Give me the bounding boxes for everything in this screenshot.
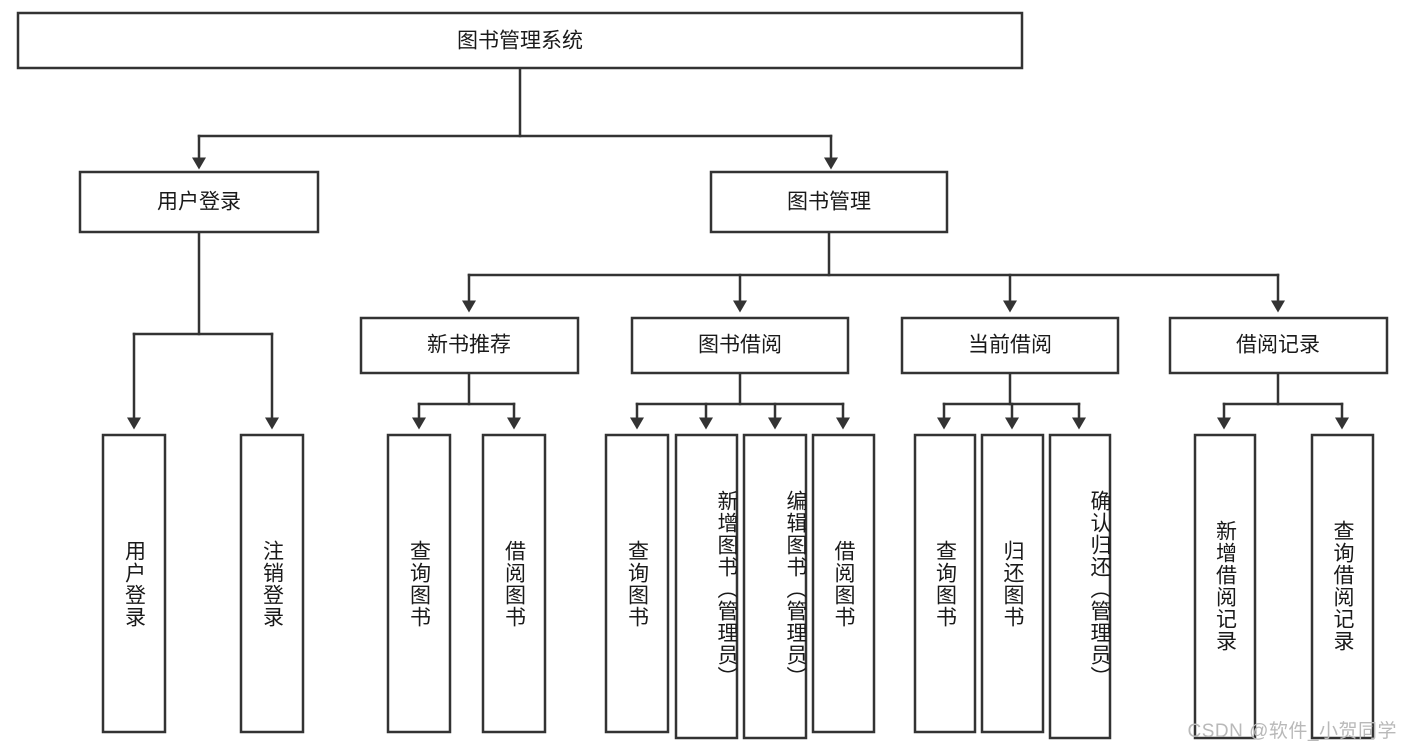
leaf-boxes-book-borrow <box>604 433 876 740</box>
connector-bookmgmt-to-level3 <box>462 230 1285 313</box>
node-current-borrow-label: 当前借阅 <box>968 334 1052 357</box>
leaf-box[interactable] <box>913 433 977 734</box>
node-new-book-recommend-label: 新书推荐 <box>427 334 511 357</box>
node-book-management[interactable]: 图书管理 <box>709 170 949 234</box>
node-root[interactable]: 图书管理系统 <box>16 11 1024 70</box>
leaf-boxes-current-borrow <box>913 433 1112 740</box>
leaf-boxes-new-book <box>386 433 547 734</box>
leaf-box[interactable] <box>481 433 547 734</box>
node-new-book-recommend[interactable]: 新书推荐 <box>359 316 580 375</box>
node-book-borrow[interactable]: 图书借阅 <box>630 316 850 375</box>
leaf-box[interactable] <box>811 433 876 734</box>
connector-bookborrow-to-leaves <box>630 371 850 430</box>
leaf-box[interactable] <box>1310 433 1375 740</box>
node-book-management-label: 图书管理 <box>787 191 871 214</box>
node-borrow-record[interactable]: 借阅记录 <box>1168 316 1389 375</box>
connector-root-to-level2 <box>192 66 838 170</box>
leaf-boxes-borrow-record <box>1193 433 1375 740</box>
connector-userlogin-to-leaves <box>127 230 279 430</box>
node-user-login[interactable]: 用户登录 <box>78 170 320 234</box>
leaf-box[interactable] <box>386 433 452 734</box>
node-book-borrow-label: 图书借阅 <box>698 334 782 357</box>
leaf-box[interactable] <box>604 433 670 734</box>
leaf-box[interactable] <box>1193 433 1257 740</box>
node-user-login-label: 用户登录 <box>157 191 241 214</box>
leaf-box[interactable] <box>674 433 739 740</box>
connector-newbook-to-leaves <box>412 371 521 430</box>
leaf-boxes-user-login <box>101 433 305 734</box>
node-current-borrow[interactable]: 当前借阅 <box>900 316 1120 375</box>
leaf-box[interactable] <box>980 433 1045 734</box>
leaf-box[interactable] <box>742 433 808 740</box>
leaf-box[interactable] <box>239 433 305 734</box>
node-root-label: 图书管理系统 <box>457 30 583 53</box>
connector-currentborrow-to-leaves <box>937 371 1086 430</box>
leaf-box[interactable] <box>101 433 167 734</box>
leaf-box[interactable] <box>1048 433 1112 740</box>
connector-borrowrecord-to-leaves <box>1217 371 1349 430</box>
node-borrow-record-label: 借阅记录 <box>1236 334 1320 357</box>
